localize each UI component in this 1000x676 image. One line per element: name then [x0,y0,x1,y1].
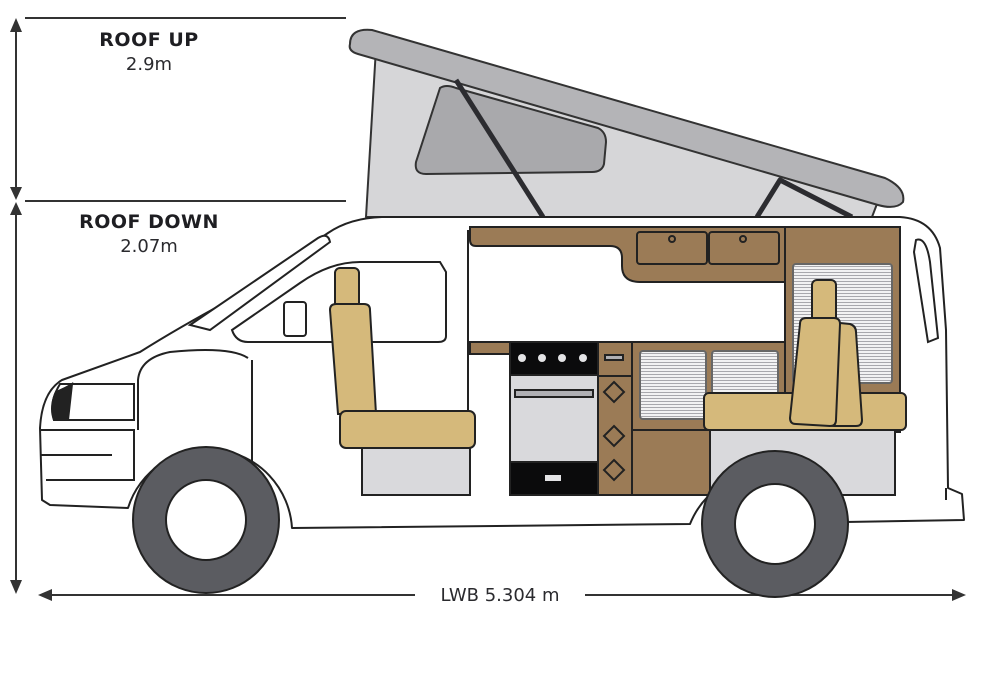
control-knob-icon [602,458,626,482]
roof-strut-rear [754,177,854,220]
front-seatback [328,303,378,415]
seat-base [361,447,471,496]
front-wheel-panel [137,349,249,430]
cabinet-vent-right [711,350,779,397]
control-knob-icon [602,424,626,448]
rear-wheel [701,450,849,598]
worktop [469,341,511,355]
roof-up-label: ROOF UP [99,29,198,51]
roof-down-value: 2.07m [120,236,178,257]
front-wheel [132,446,280,594]
control-column [597,341,633,496]
front-seat-cushion [339,410,476,449]
roof-up-value: 2.9m [126,54,172,75]
cabinet-door-right [708,231,780,265]
roof-strut [453,78,546,219]
cabinet-vent-left [639,350,707,420]
roof-window [414,85,607,175]
side-mirror [283,301,307,337]
rear-window [912,238,940,344]
grille [40,429,135,481]
cab-door-window [230,261,447,343]
overhead-cabinets [469,226,786,283]
cab [40,230,947,500]
oven-handle [514,389,594,398]
roof-down-label: ROOF DOWN [79,211,219,233]
front-seat [328,267,476,496]
pop-top-roof [348,28,905,220]
control-knob-icon [602,380,626,404]
windscreen-trim [187,234,332,332]
cabinet-door-left [636,231,708,265]
height-dimension [10,17,346,594]
rear-seatback-1 [788,317,842,428]
grill-drawer [509,461,599,496]
roof-lid [348,28,905,208]
length-label: LWB 5.304 m [440,585,559,606]
